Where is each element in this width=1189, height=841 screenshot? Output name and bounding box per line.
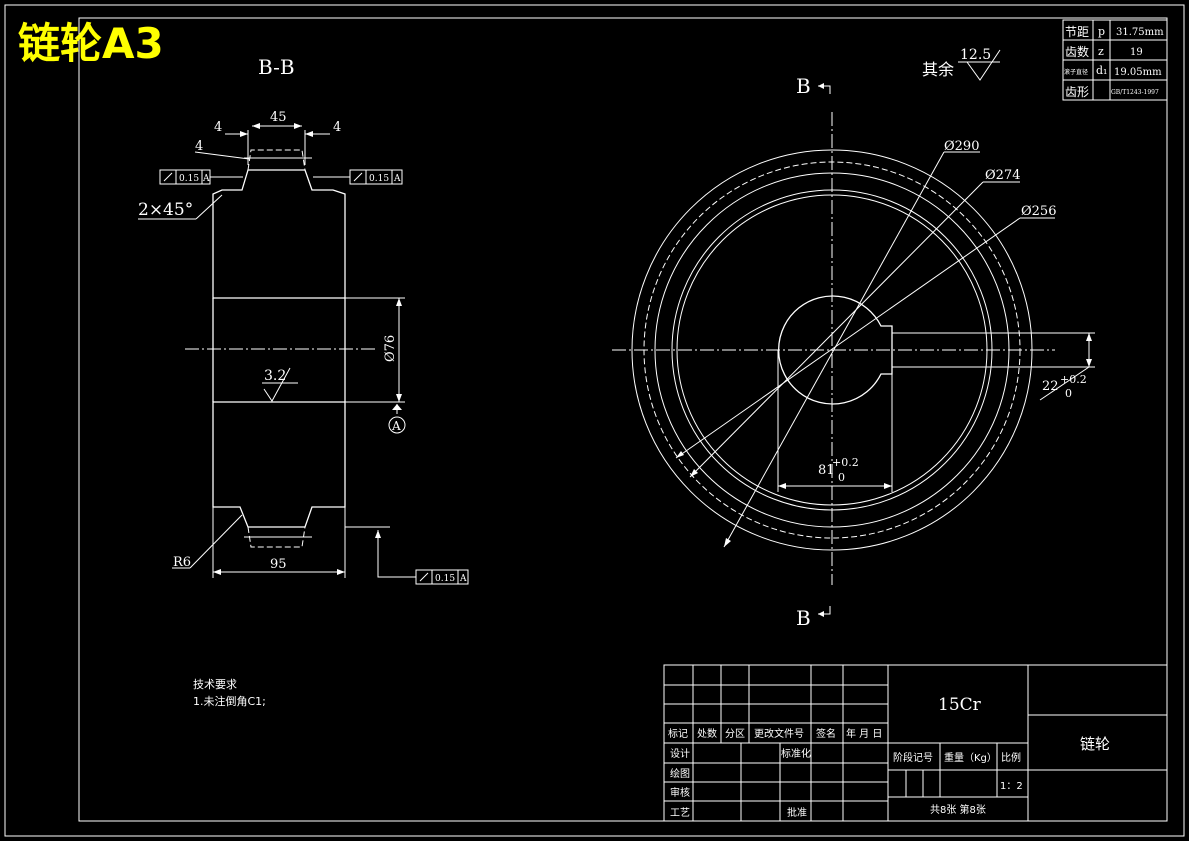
lower-hatch xyxy=(212,401,346,528)
svg-text:z: z xyxy=(1098,45,1104,58)
svg-text:绘图: 绘图 xyxy=(670,767,690,780)
dim-chamfer-left: 4 xyxy=(214,120,222,135)
roughness-value: 3.2 xyxy=(264,368,286,384)
bore-keyway xyxy=(777,295,893,405)
svg-text:0: 0 xyxy=(1065,387,1072,400)
section-view: 45 4 4 4 0.15 A 0.15 A xyxy=(138,110,469,585)
svg-text:A: A xyxy=(393,174,401,184)
svg-text:A: A xyxy=(459,574,467,584)
svg-text:阶段记号: 阶段记号 xyxy=(893,751,933,764)
svg-text:工艺: 工艺 xyxy=(670,807,690,819)
svg-text:共8张 第8张: 共8张 第8张 xyxy=(930,803,986,816)
svg-text:齿数: 齿数 xyxy=(1065,44,1089,59)
svg-text:31.75mm: 31.75mm xyxy=(1116,27,1164,38)
front-view: Ø290 Ø274 Ø256 22 +0.2 0 81 +0.2 0 B B xyxy=(612,74,1095,630)
svg-text:滚子直径: 滚子直径 xyxy=(1064,68,1088,76)
svg-text:+0.2: +0.2 xyxy=(1060,373,1087,386)
dim-chamfer-right: 4 xyxy=(333,120,341,135)
svg-text:更改文件号: 更改文件号 xyxy=(754,727,804,740)
tech-notes: 技术要求 1.未注倒角C1; xyxy=(193,678,266,708)
dim-key-depth: 81 xyxy=(818,463,835,478)
svg-text:d₁: d₁ xyxy=(1096,64,1107,77)
svg-text:其余: 其余 xyxy=(922,60,954,79)
title-block: 标记 处数 分区 更改文件号 签名 年 月 日 设计 绘图 审核 工艺 标准化 … xyxy=(663,664,1168,822)
svg-text:12.5: 12.5 xyxy=(960,47,991,63)
svg-text:1：2: 1：2 xyxy=(1000,781,1023,792)
dim-bore-dia: Ø76 xyxy=(383,335,398,362)
svg-text:0: 0 xyxy=(838,471,845,484)
svg-text:分区: 分区 xyxy=(725,728,745,740)
svg-text:标记: 标记 xyxy=(668,728,688,740)
dim-fillet: R6 xyxy=(173,555,191,570)
spec-table: 节距 p 31.75mm 齿数 z 19 滚子直径 d₁ 19.05mm 齿形 … xyxy=(1062,19,1168,101)
runout-frame-right: 0.15 A xyxy=(313,169,403,185)
dim-tooth-width: 45 xyxy=(270,110,287,125)
dim-dia-290: Ø290 xyxy=(944,139,979,154)
svg-text:处数: 处数 xyxy=(697,727,717,740)
dim-dia-256: Ø256 xyxy=(1021,204,1056,219)
dim-key-width: 22 xyxy=(1042,379,1059,394)
svg-text:A: A xyxy=(202,174,210,184)
dim-hub-width: 95 xyxy=(270,557,287,572)
svg-text:标准化: 标准化 xyxy=(781,747,811,760)
dim-dia-274: Ø274 xyxy=(985,168,1020,183)
upper-hatch xyxy=(212,169,346,299)
svg-text:1.未注倒角C1;: 1.未注倒角C1; xyxy=(193,694,266,708)
datum-a: A xyxy=(391,419,401,433)
part-name: 链轮 xyxy=(1080,735,1110,753)
outer-border xyxy=(4,4,1185,837)
svg-text:齿形: 齿形 xyxy=(1065,85,1089,99)
svg-text:0.15: 0.15 xyxy=(179,174,199,184)
cut-mark-bottom: B xyxy=(796,606,811,630)
section-label: B-B xyxy=(258,55,295,79)
svg-text:签名: 签名 xyxy=(816,727,836,740)
svg-text:0.15: 0.15 xyxy=(369,174,389,184)
svg-text:批准: 批准 xyxy=(787,806,807,819)
title-stamp: 链轮A3 xyxy=(18,19,164,68)
svg-text:重量（Kg）: 重量（Kg） xyxy=(944,751,997,764)
runout-frame-left: 0.15 A xyxy=(159,169,243,185)
svg-text:19.05mm: 19.05mm xyxy=(1114,67,1162,78)
svg-text:年 月 日: 年 月 日 xyxy=(846,727,882,740)
runout-frame-bottom: 0.15 A xyxy=(345,526,469,585)
material: 15Cr xyxy=(938,695,982,715)
surface-note: 其余 12.5 xyxy=(922,47,1001,81)
svg-text:设计: 设计 xyxy=(670,747,690,760)
dim-chamfer-edge: 2×45° xyxy=(138,200,193,220)
svg-text:技术要求: 技术要求 xyxy=(193,678,237,691)
cut-mark-top: B xyxy=(796,74,811,98)
svg-text:p: p xyxy=(1098,25,1105,38)
svg-text:+0.2: +0.2 xyxy=(832,456,859,469)
dim-chamfer-top: 4 xyxy=(195,139,203,154)
svg-text:0.15: 0.15 xyxy=(435,574,455,584)
svg-text:审核: 审核 xyxy=(670,786,690,799)
svg-text:比例: 比例 xyxy=(1001,751,1021,764)
svg-text:GB/T1243-1997: GB/T1243-1997 xyxy=(1111,89,1159,96)
inner-border xyxy=(78,17,1168,822)
svg-text:节距: 节距 xyxy=(1065,25,1089,39)
svg-text:19: 19 xyxy=(1130,47,1143,58)
